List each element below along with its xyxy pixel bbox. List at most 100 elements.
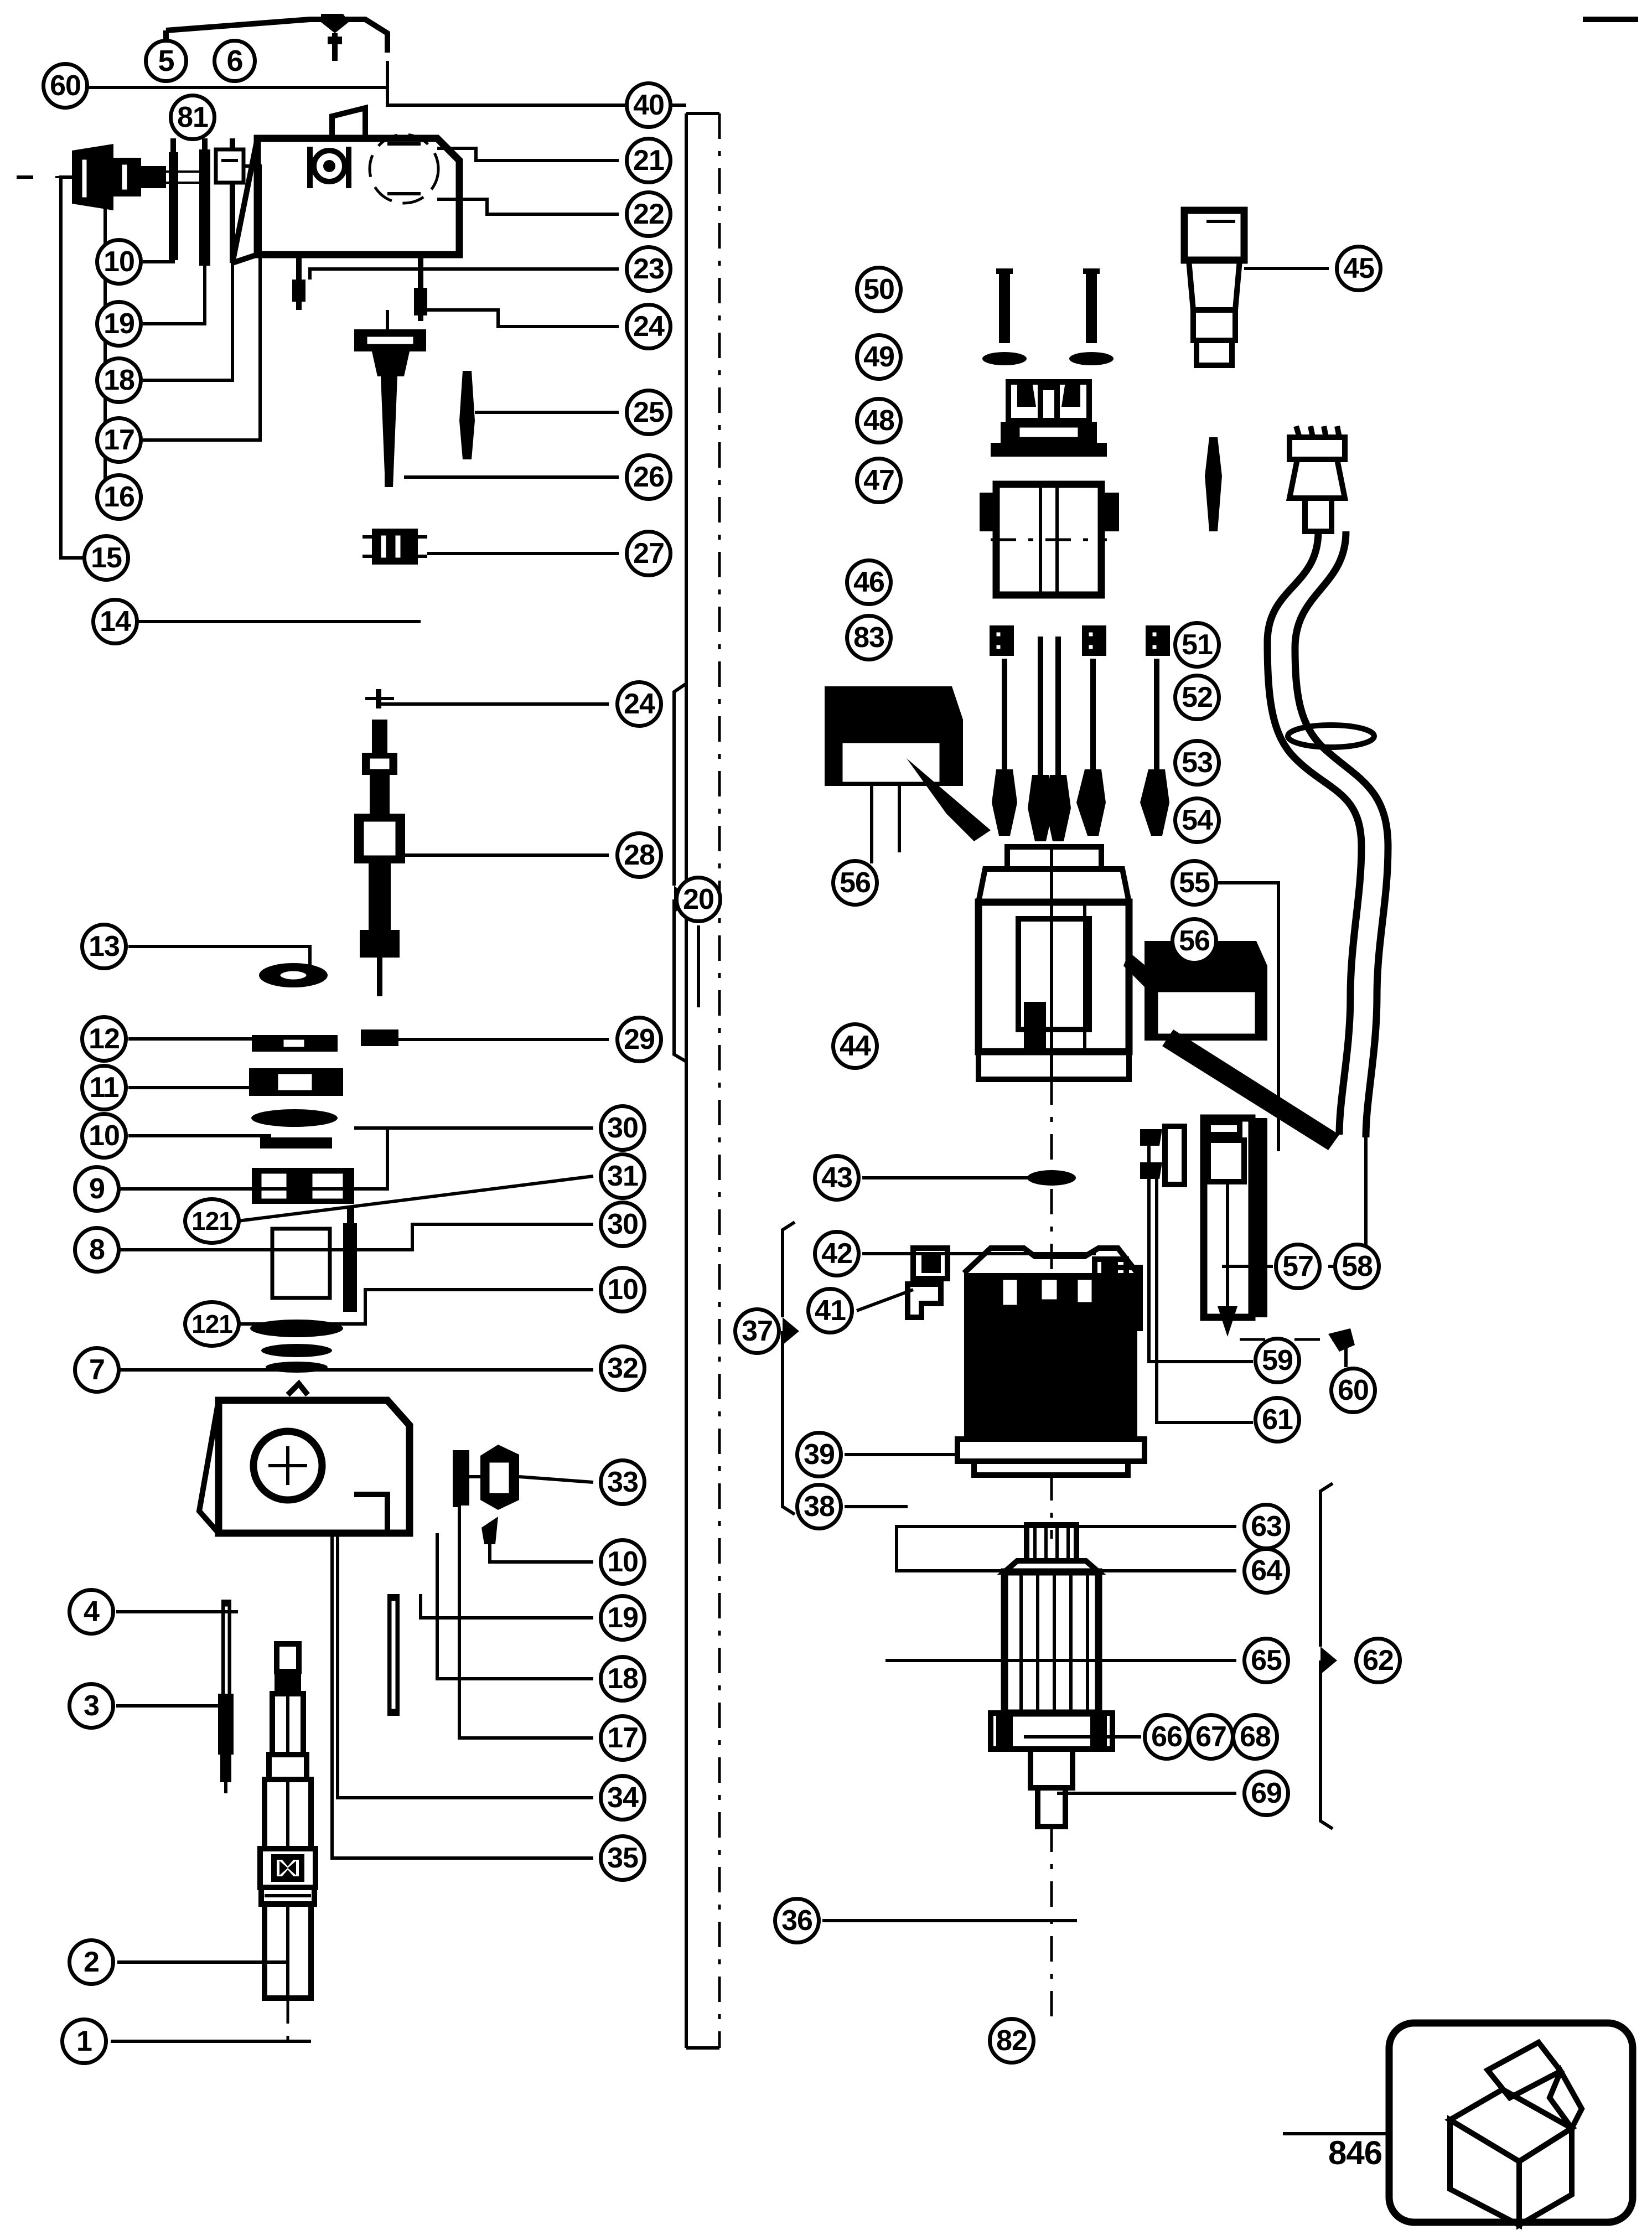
callout-83[interactable]: 83 [845,614,893,661]
callout-121[interactable]: 121 [183,1197,241,1245]
callout-29[interactable]: 29 [615,1016,663,1063]
corner-tick [1583,17,1638,22]
callout-22[interactable]: 22 [625,190,672,238]
callout-27[interactable]: 27 [625,530,672,577]
callout-10[interactable]: 10 [599,1266,646,1313]
callout-48[interactable]: 48 [855,397,903,444]
callout-36[interactable]: 36 [773,1897,821,1944]
callout-18[interactable]: 18 [599,1655,646,1703]
armature-assembly [822,1482,1337,2026]
callout-18[interactable]: 18 [95,356,143,404]
callout-51[interactable]: 51 [1173,621,1221,669]
callout-14[interactable]: 14 [91,598,139,645]
callout-17[interactable]: 17 [95,416,143,464]
motor-assembly [781,268,1339,1539]
callout-58[interactable]: 58 [1333,1243,1381,1290]
callout-10[interactable]: 10 [80,1112,128,1160]
callout-41[interactable]: 41 [806,1287,854,1334]
callout-30[interactable]: 30 [599,1201,646,1248]
callout-64[interactable]: 64 [1242,1547,1290,1595]
callout-56[interactable]: 56 [831,859,879,907]
callout-46[interactable]: 46 [845,558,893,606]
callout-16[interactable]: 16 [95,473,143,521]
callout-19[interactable]: 19 [95,300,143,348]
lower-gear-housing [116,1379,594,1860]
lower-bit-assembly [111,1641,318,2048]
callout-13[interactable]: 13 [80,923,128,970]
callout-63[interactable]: 63 [1242,1503,1290,1550]
callout-17[interactable]: 17 [599,1714,646,1762]
callout-49[interactable]: 49 [855,333,903,381]
callout-35[interactable]: 35 [599,1834,646,1882]
callout-47[interactable]: 47 [855,457,903,504]
callout-24[interactable]: 24 [615,680,663,728]
switch-assembly [1105,1114,1355,1424]
callout-45[interactable]: 45 [1335,245,1382,292]
callout-1[interactable]: 1 [60,2017,108,2065]
callout-25[interactable]: 25 [625,389,672,436]
callout-5[interactable]: 5 [144,39,188,83]
callout-4[interactable]: 4 [68,1588,115,1636]
callout-19[interactable]: 19 [599,1594,646,1642]
callout-55[interactable]: 55 [1171,859,1218,907]
callout-121[interactable]: 121 [183,1300,241,1348]
callout-43[interactable]: 43 [813,1154,861,1202]
callout-10[interactable]: 10 [95,238,143,286]
callout-39[interactable]: 39 [795,1431,843,1478]
callout-52[interactable]: 52 [1173,674,1221,721]
callout-24[interactable]: 24 [625,303,672,350]
left-upper-shaft-parts [17,138,421,623]
callout-12[interactable]: 12 [80,1015,128,1063]
callout-61[interactable]: 61 [1254,1396,1301,1444]
callout-53[interactable]: 53 [1173,739,1221,787]
callout-37[interactable]: 37 [733,1307,781,1355]
gear-case-assembly [89,14,463,321]
callout-7[interactable]: 7 [73,1346,121,1394]
callout-60[interactable]: 60 [1329,1367,1377,1414]
callout-44[interactable]: 44 [831,1022,879,1070]
callout-34[interactable]: 34 [599,1774,646,1822]
callout-81[interactable]: 81 [169,94,216,141]
callout-42[interactable]: 42 [813,1230,861,1277]
callout-69[interactable]: 69 [1242,1770,1290,1817]
callout-38[interactable]: 38 [795,1483,843,1530]
callout-31[interactable]: 31 [599,1152,646,1200]
callout-20[interactable]: 20 [675,876,722,923]
callout-59[interactable]: 59 [1254,1337,1301,1384]
callout-40[interactable]: 40 [625,81,672,129]
callout-60[interactable]: 60 [42,62,89,110]
callout-82[interactable]: 82 [988,2017,1035,2065]
callout-54[interactable]: 54 [1173,796,1221,844]
callout-15[interactable]: 15 [82,534,130,582]
callout-57[interactable]: 57 [1274,1243,1322,1290]
callout-21[interactable]: 21 [625,137,672,184]
callout-68[interactable]: 68 [1231,1713,1279,1761]
callout-28[interactable]: 28 [615,831,663,879]
callout-65[interactable]: 65 [1242,1637,1290,1684]
callout-30[interactable]: 30 [599,1104,646,1152]
lower-left-bearing-stack [117,945,594,1373]
callout-62[interactable]: 62 [1354,1637,1402,1684]
callout-10[interactable]: 10 [599,1538,646,1586]
kit-box [1283,2019,1637,2230]
callout-8[interactable]: 8 [73,1226,121,1274]
kit-label: 846 [1328,2134,1382,2171]
callout-56[interactable]: 56 [1171,917,1218,965]
callout-66[interactable]: 66 [1143,1713,1190,1761]
callout-2[interactable]: 2 [68,1938,115,1986]
callout-9[interactable]: 9 [73,1165,121,1213]
callout-6[interactable]: 6 [213,39,257,83]
mid-spindle-assembly [354,682,700,1063]
upper-bit-assembly [308,61,686,565]
callout-26[interactable]: 26 [625,453,672,501]
callout-23[interactable]: 23 [625,245,672,293]
callout-3[interactable]: 3 [68,1682,115,1730]
callout-67[interactable]: 67 [1187,1713,1235,1761]
callout-32[interactable]: 32 [599,1344,646,1392]
callout-33[interactable]: 33 [599,1458,646,1506]
callout-50[interactable]: 50 [855,266,903,313]
callout-11[interactable]: 11 [80,1064,128,1111]
